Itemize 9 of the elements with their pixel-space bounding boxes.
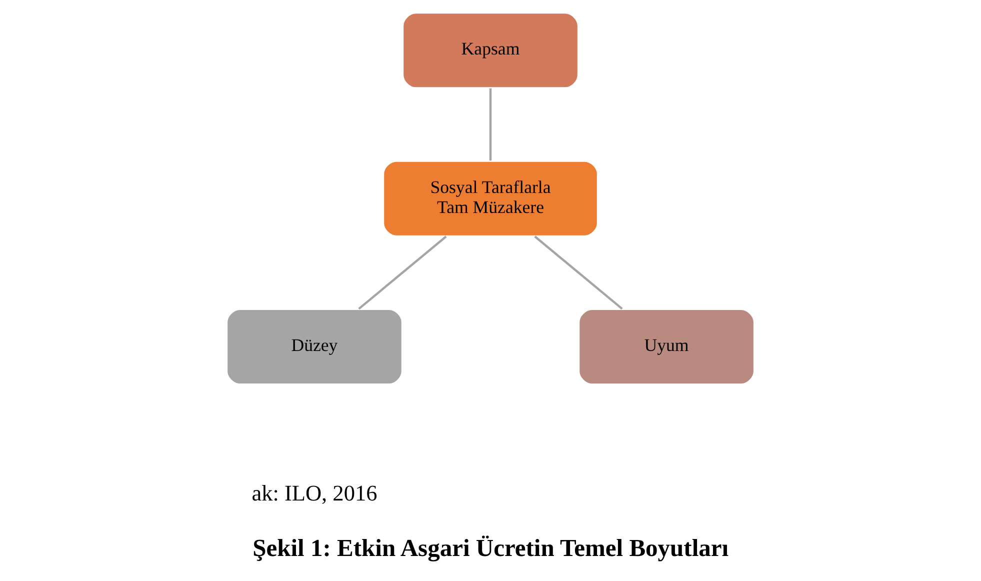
node-box: Uyum (577, 308, 756, 386)
connector (489, 88, 492, 161)
node-box: Sosyal Taraflarla Tam Müzakere (382, 160, 600, 238)
label: ak: ILO, 2016 (252, 480, 378, 506)
node-box: Kapsam (401, 11, 580, 90)
node-box: Düzey (225, 308, 404, 386)
caption: Şekil 1: Etkin Asgari Ücretin Temel Boyutları (252, 534, 729, 562)
connector (534, 236, 623, 310)
connector (358, 236, 447, 310)
